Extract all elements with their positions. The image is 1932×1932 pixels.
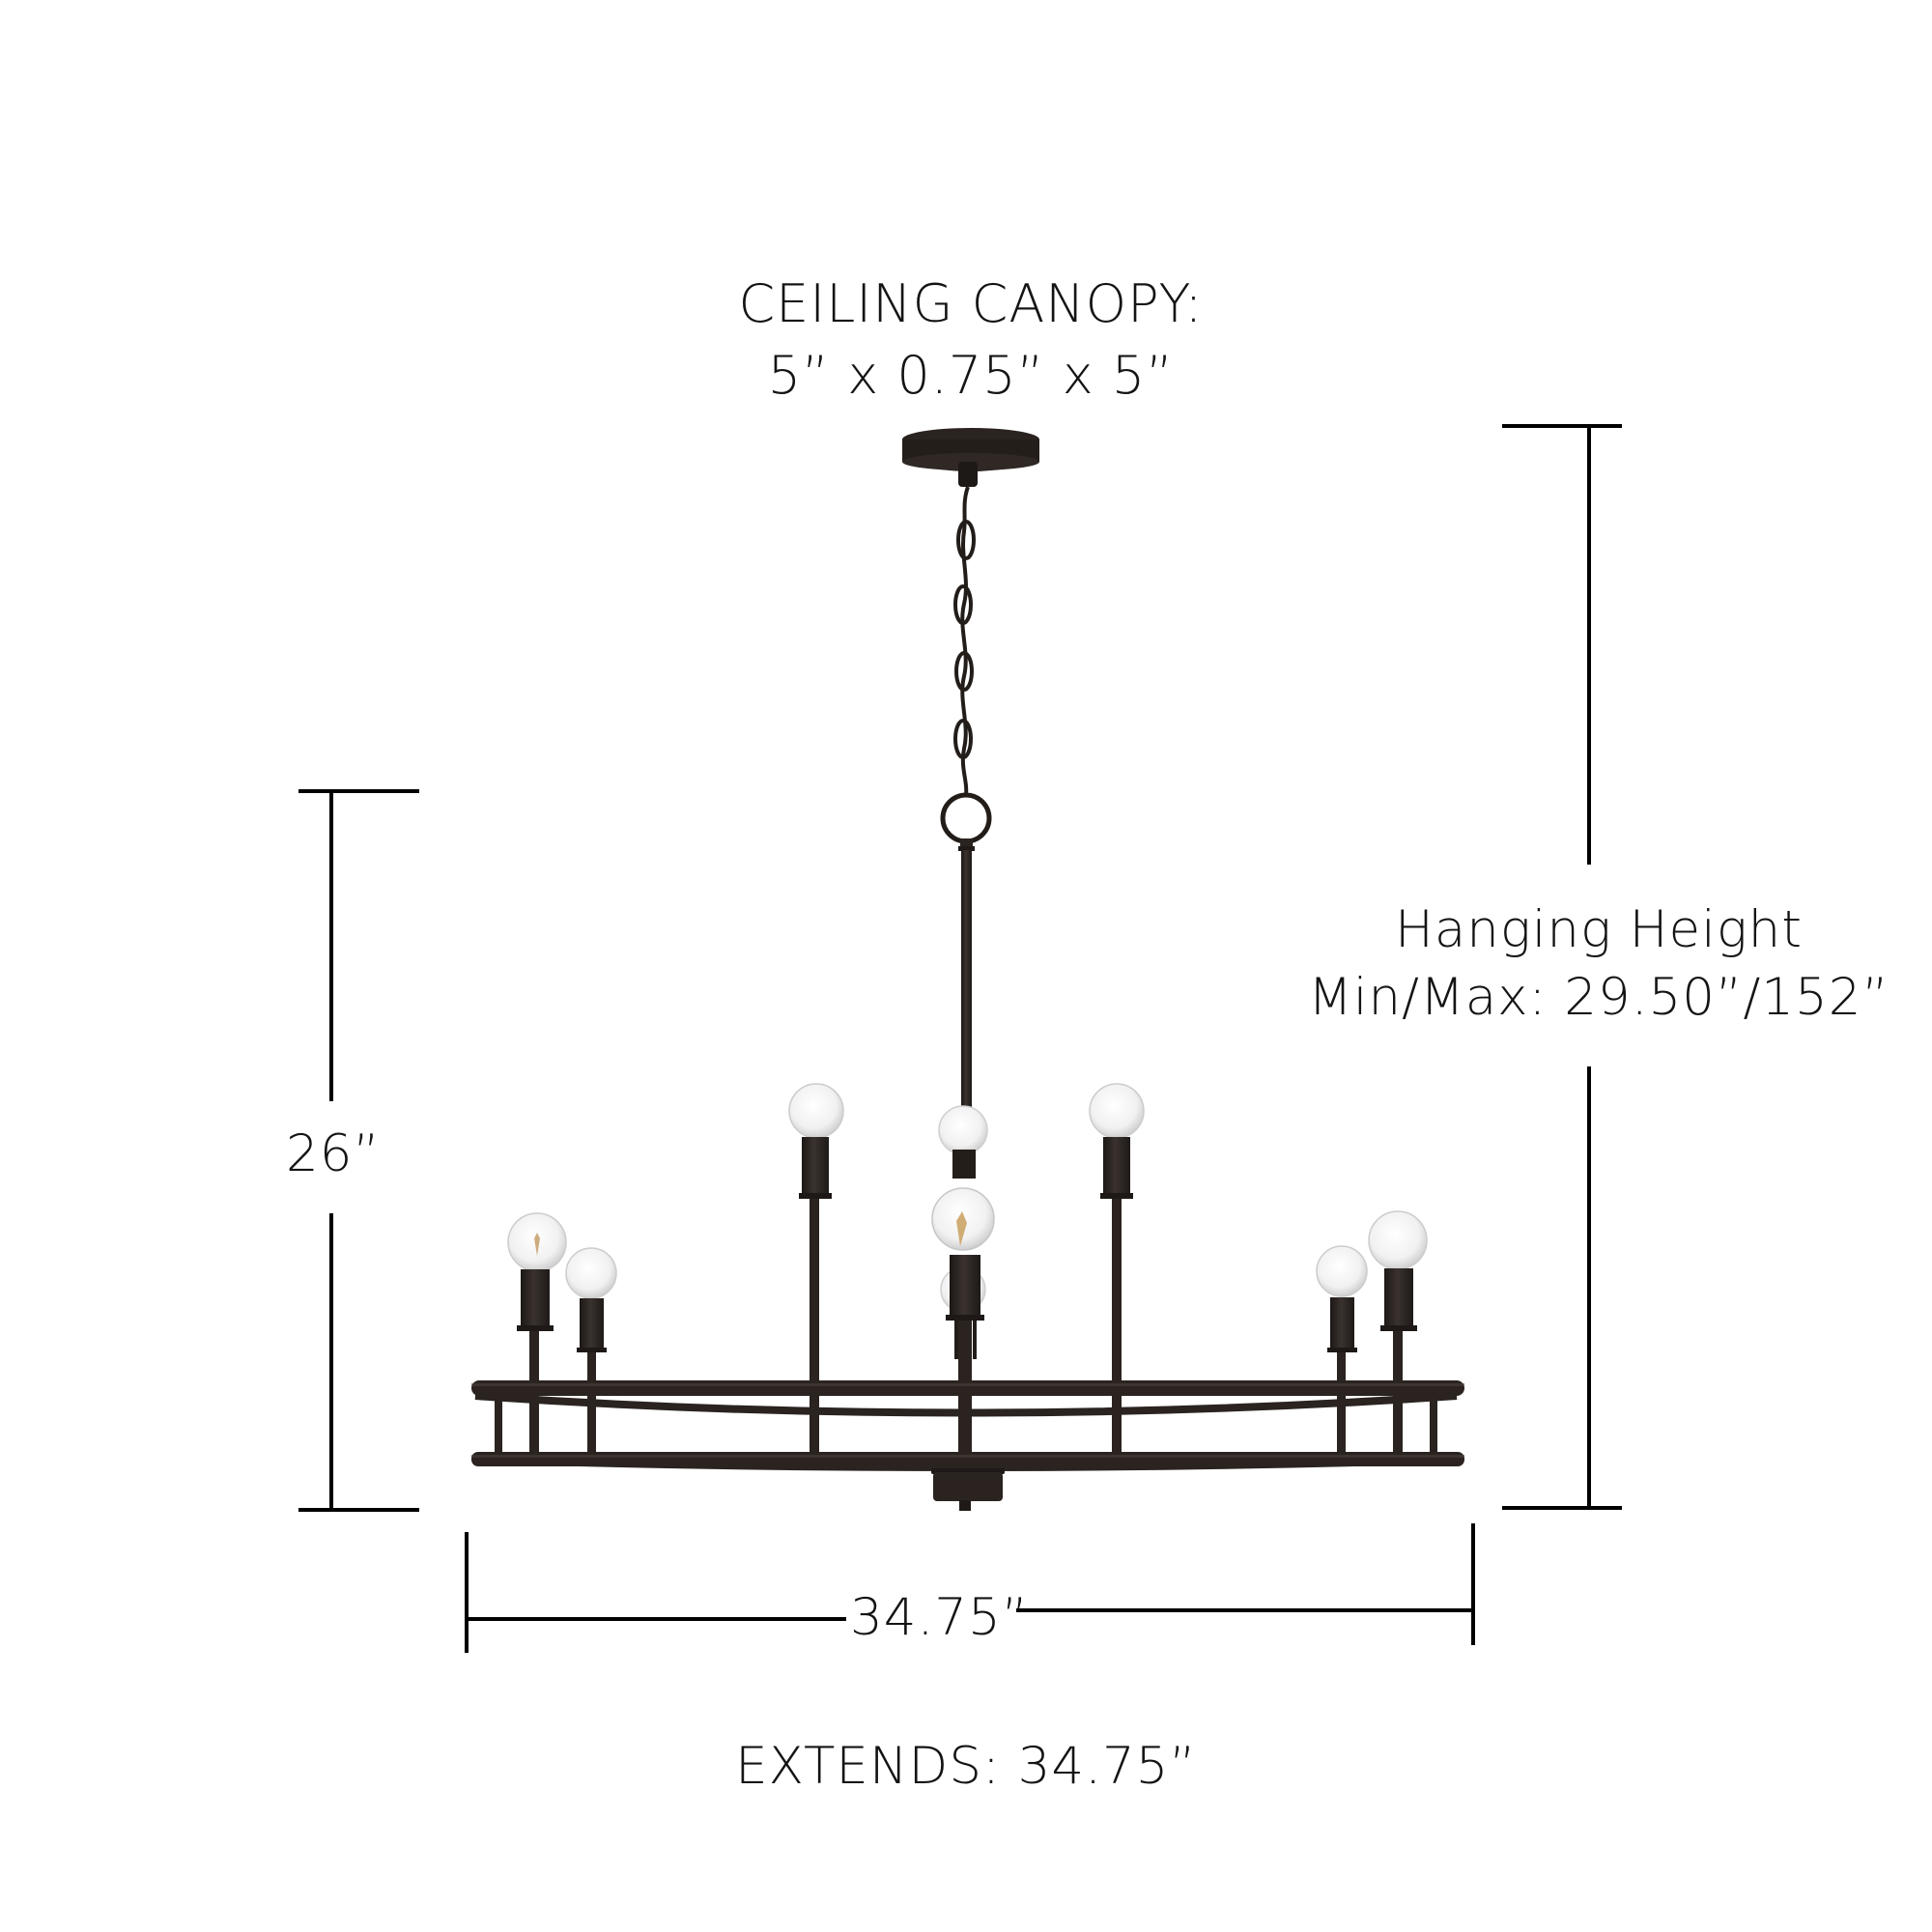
ceiling-canopy-label: CEILING CANOPY: 5” x 0.75” x 5” <box>0 278 1932 402</box>
bulb-left-inner <box>565 1247 617 1352</box>
bulb-right-outer <box>1368 1210 1428 1331</box>
bottom-finial <box>931 1468 1005 1511</box>
fixture-height-dimension-line <box>298 789 419 1512</box>
hanging-height-value: Min/Max: 29.50”/152” <box>1308 968 1889 1027</box>
fixture-width-label: 34.75” <box>850 1588 1030 1647</box>
fixture-height-label: 26” <box>286 1124 381 1183</box>
bulb-center-left <box>788 1083 844 1199</box>
bulb-back-center <box>938 1105 988 1179</box>
ceiling-canopy <box>902 428 1039 487</box>
bulb-center-right <box>1089 1083 1145 1199</box>
ring-front <box>471 1380 1464 1466</box>
ceiling-canopy-title: CEILING CANOPY: <box>738 273 1204 334</box>
fixture-width-dimension-line <box>465 1523 1475 1653</box>
bulb-front-center <box>931 1187 995 1465</box>
hanging-height-dimension-line <box>1502 424 1622 1510</box>
chain <box>940 486 992 844</box>
extends-label: EXTENDS: 34.75” <box>735 1737 1197 1796</box>
downrod <box>958 838 975 1161</box>
bulb-left-outer <box>507 1212 567 1331</box>
bulb-right-inner <box>1316 1245 1368 1352</box>
hanging-height-title: Hanging Height <box>1394 900 1804 959</box>
ceiling-canopy-dimensions: 5” x 0.75” x 5” <box>767 345 1175 406</box>
hanging-height-label: Hanging Height Min/Max: 29.50”/152” <box>1290 904 1908 1023</box>
vertical-posts <box>495 1198 1437 1466</box>
